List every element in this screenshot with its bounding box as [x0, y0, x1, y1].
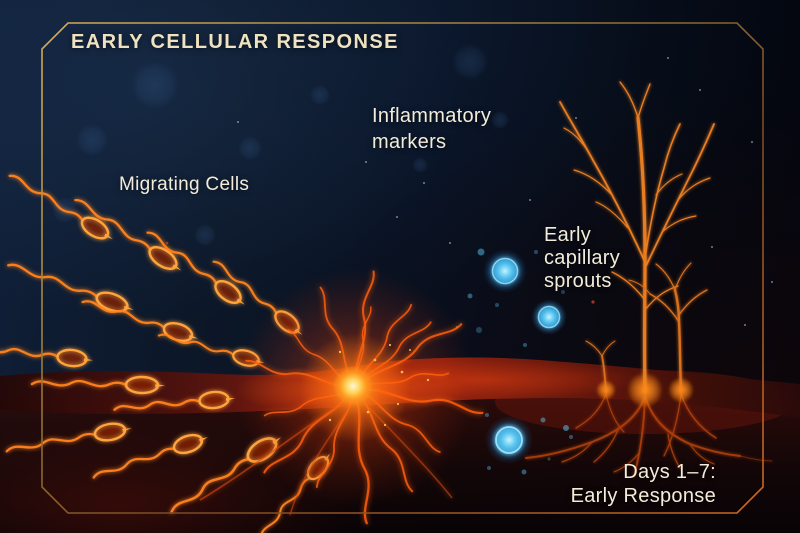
- label-capillary-sprouts: Early capillary sprouts: [544, 224, 621, 292]
- label-inflammatory-markers: Inflammatory markers: [372, 105, 492, 153]
- label-migrating-cells: Migrating Cells: [119, 174, 250, 195]
- label-timeline: Days 1–7: Early Response: [570, 461, 716, 507]
- inflammatory-orb-icon: [485, 416, 533, 464]
- inflammatory-orb-icon: [483, 249, 527, 293]
- page-title: EARLY CELLULAR RESPONSE: [71, 31, 399, 53]
- inflammatory-orb-icon: [531, 299, 567, 335]
